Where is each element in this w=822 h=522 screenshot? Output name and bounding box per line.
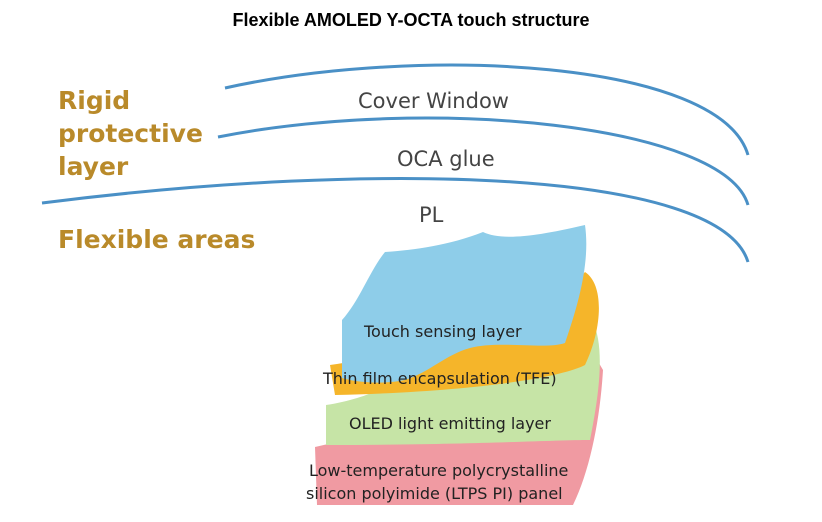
- cover-window-label: Cover Window: [358, 89, 509, 113]
- oca-glue-label: OCA glue: [397, 147, 495, 171]
- tfe-label: Thin film encapsulation (TFE): [323, 369, 557, 388]
- diagram-title: Flexible AMOLED Y-OCTA touch structure: [232, 10, 590, 30]
- rigid-label-line2: protective: [58, 119, 203, 148]
- ltps-label-line2: silicon polyimide (LTPS PI) panel: [306, 484, 563, 503]
- ltps-label-line1: Low-temperature polycrystalline: [309, 461, 569, 480]
- touch-sensing-layer: [342, 225, 587, 383]
- rigid-label-line1: Rigid: [58, 86, 131, 115]
- rigid-label-line3: layer: [58, 152, 129, 181]
- flexible-areas-label: Flexible areas: [58, 225, 256, 254]
- pl-label: PL: [419, 203, 444, 227]
- pl-curve: [41, 177, 750, 263]
- oca-glue-curve: [217, 116, 750, 206]
- oled-label: OLED light emitting layer: [349, 414, 551, 433]
- touch-sensing-label: Touch sensing layer: [364, 322, 522, 341]
- cover-window-curve: [224, 63, 750, 156]
